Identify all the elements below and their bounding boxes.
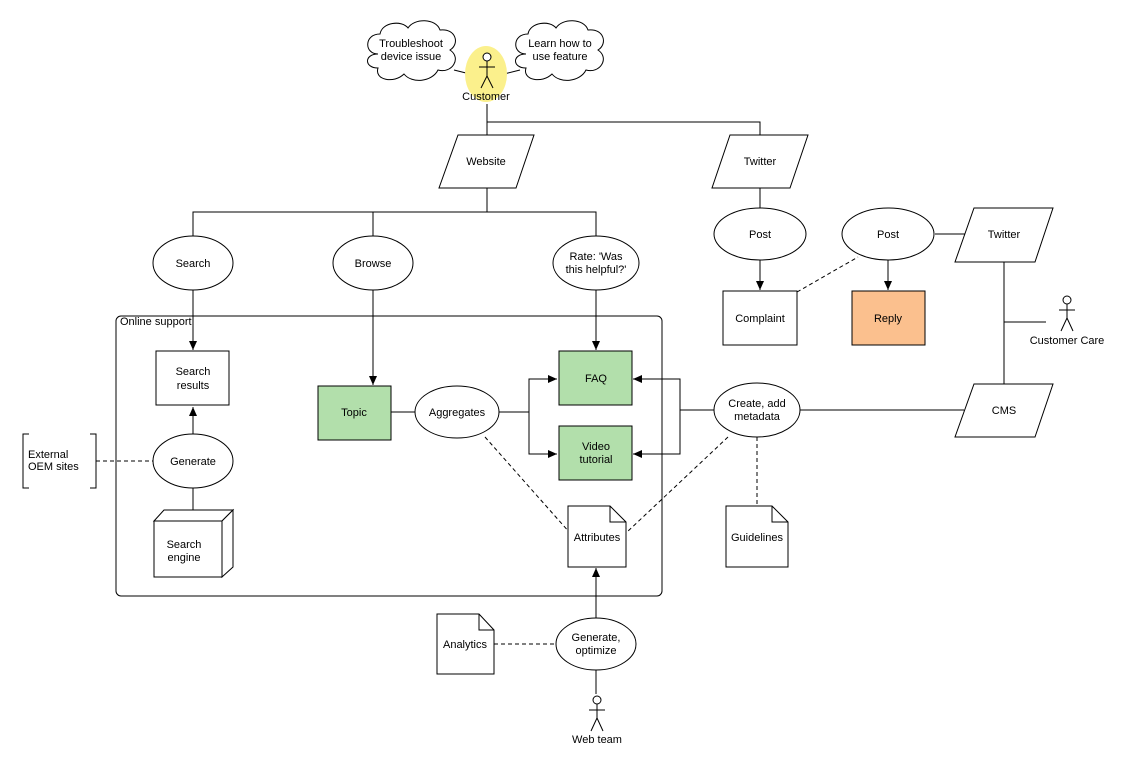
cloud-text-line1: Troubleshoot — [379, 38, 443, 50]
box-label: Topic — [341, 407, 367, 419]
channel-label: Website — [466, 156, 506, 168]
action-label: Post — [877, 229, 899, 241]
channel-label: Twitter — [744, 156, 777, 168]
channel-twitter-right: Twitter — [954, 207, 1054, 263]
search-engine-cube: Search engine — [152, 508, 235, 579]
edge-aggregates-video — [528, 412, 557, 458]
action-label-line1: Create, add — [728, 398, 785, 410]
action-aggregates: Aggregates — [414, 385, 500, 439]
box-video-tutorial: Video tutorial — [558, 425, 633, 481]
cloud-text-line1: Learn how to — [528, 38, 592, 50]
box-reply: Reply — [851, 290, 926, 346]
cloud-text-line2: device issue — [381, 51, 442, 63]
action-post-right: Post — [841, 207, 935, 261]
box-topic: Topic — [317, 385, 392, 441]
actor-label: Customer — [462, 91, 510, 103]
action-label: Aggregates — [429, 407, 486, 419]
person-icon — [589, 695, 605, 732]
bracket-right — [90, 433, 97, 489]
parallelogram-shape — [711, 134, 809, 189]
action-generate: Generate — [152, 433, 234, 489]
actor-label: Web team — [572, 734, 622, 746]
cube-label-line1: Search — [167, 539, 202, 551]
box-label: Reply — [874, 313, 903, 325]
action-label-line1: Generate, — [572, 632, 621, 644]
online-support-label: Online support — [120, 316, 192, 328]
cloud-troubleshoot: Troubleshoot device issue — [367, 20, 456, 81]
channel-label: CMS — [992, 405, 1016, 417]
highlight — [465, 46, 507, 102]
external-label-line2: OEM sites — [28, 461, 79, 473]
action-label: Generate — [170, 456, 216, 468]
actor-customer: Customer — [462, 46, 510, 103]
cloud-learn: Learn how to use feature — [515, 20, 604, 81]
cloud-text-line2: use feature — [532, 51, 587, 63]
connectors — [96, 104, 1046, 694]
action-generate-optimize: Generate, optimize — [555, 617, 637, 671]
action-label: Browse — [355, 258, 392, 270]
edge-complaint-post-dashed — [796, 256, 859, 293]
doc-analytics: Analytics — [436, 613, 495, 675]
cloud-shape — [515, 20, 604, 81]
edge-metadata-attributes — [625, 436, 729, 534]
action-label-line2: optimize — [576, 645, 617, 657]
parallelogram-shape — [438, 134, 535, 189]
box-label: FAQ — [585, 373, 607, 385]
bracket-left — [22, 433, 29, 489]
parallelogram-shape — [954, 207, 1054, 263]
edge-website-search — [192, 188, 488, 236]
box-label: Complaint — [735, 313, 785, 325]
channel-twitter-top: Twitter — [711, 134, 809, 189]
doc-attributes: Attributes — [567, 505, 627, 568]
cloud-shape — [367, 20, 456, 81]
doc-label: Attributes — [574, 532, 621, 544]
person-icon — [479, 52, 495, 89]
edge-website-rate — [487, 211, 597, 236]
actor-web-team: Web team — [572, 695, 622, 746]
action-label-line1: Rate: 'Was — [569, 251, 623, 263]
box-faq: FAQ — [558, 350, 633, 406]
edge-metadata-faq — [633, 375, 714, 411]
action-rate: Rate: 'Was this helpful?' — [552, 235, 640, 291]
actor-label: Customer Care — [1030, 335, 1105, 347]
external-label-line1: External — [28, 449, 68, 461]
channel-cms: CMS — [954, 383, 1054, 438]
box-label-line2: tutorial — [579, 454, 612, 466]
person-icon — [1059, 295, 1075, 332]
edge-customer-twitter — [487, 121, 761, 135]
edge-aggregates-attributes — [484, 436, 571, 534]
channel-website: Website — [438, 134, 535, 189]
box-label-line2: results — [177, 380, 210, 392]
action-label: Post — [749, 229, 771, 241]
action-label-line2: metadata — [734, 411, 781, 423]
doc-label: Analytics — [443, 639, 488, 651]
action-post-left: Post — [713, 207, 807, 261]
channel-label: Twitter — [988, 229, 1021, 241]
action-browse: Browse — [332, 235, 414, 291]
online-support-container — [115, 315, 663, 597]
box-label-line1: Video — [582, 441, 610, 453]
box-label-line1: Search — [176, 366, 211, 378]
action-label-line2: this helpful?' — [566, 264, 627, 276]
box-complaint: Complaint — [722, 290, 798, 346]
edge-aggregates-faq — [528, 375, 557, 412]
action-label: Search — [176, 258, 211, 270]
actor-customer-care: Customer Care — [1030, 295, 1105, 347]
edge-metadata-video — [633, 410, 681, 458]
action-search: Search — [152, 235, 234, 291]
external-oem-sites: External OEM sites — [22, 433, 97, 489]
doc-guidelines: Guidelines — [725, 505, 789, 568]
parallelogram-shape — [954, 383, 1054, 438]
doc-label: Guidelines — [731, 532, 783, 544]
action-create-metadata: Create, add metadata — [713, 382, 801, 438]
box-search-results: Search results — [155, 350, 230, 406]
cube-label-line2: engine — [167, 552, 200, 564]
